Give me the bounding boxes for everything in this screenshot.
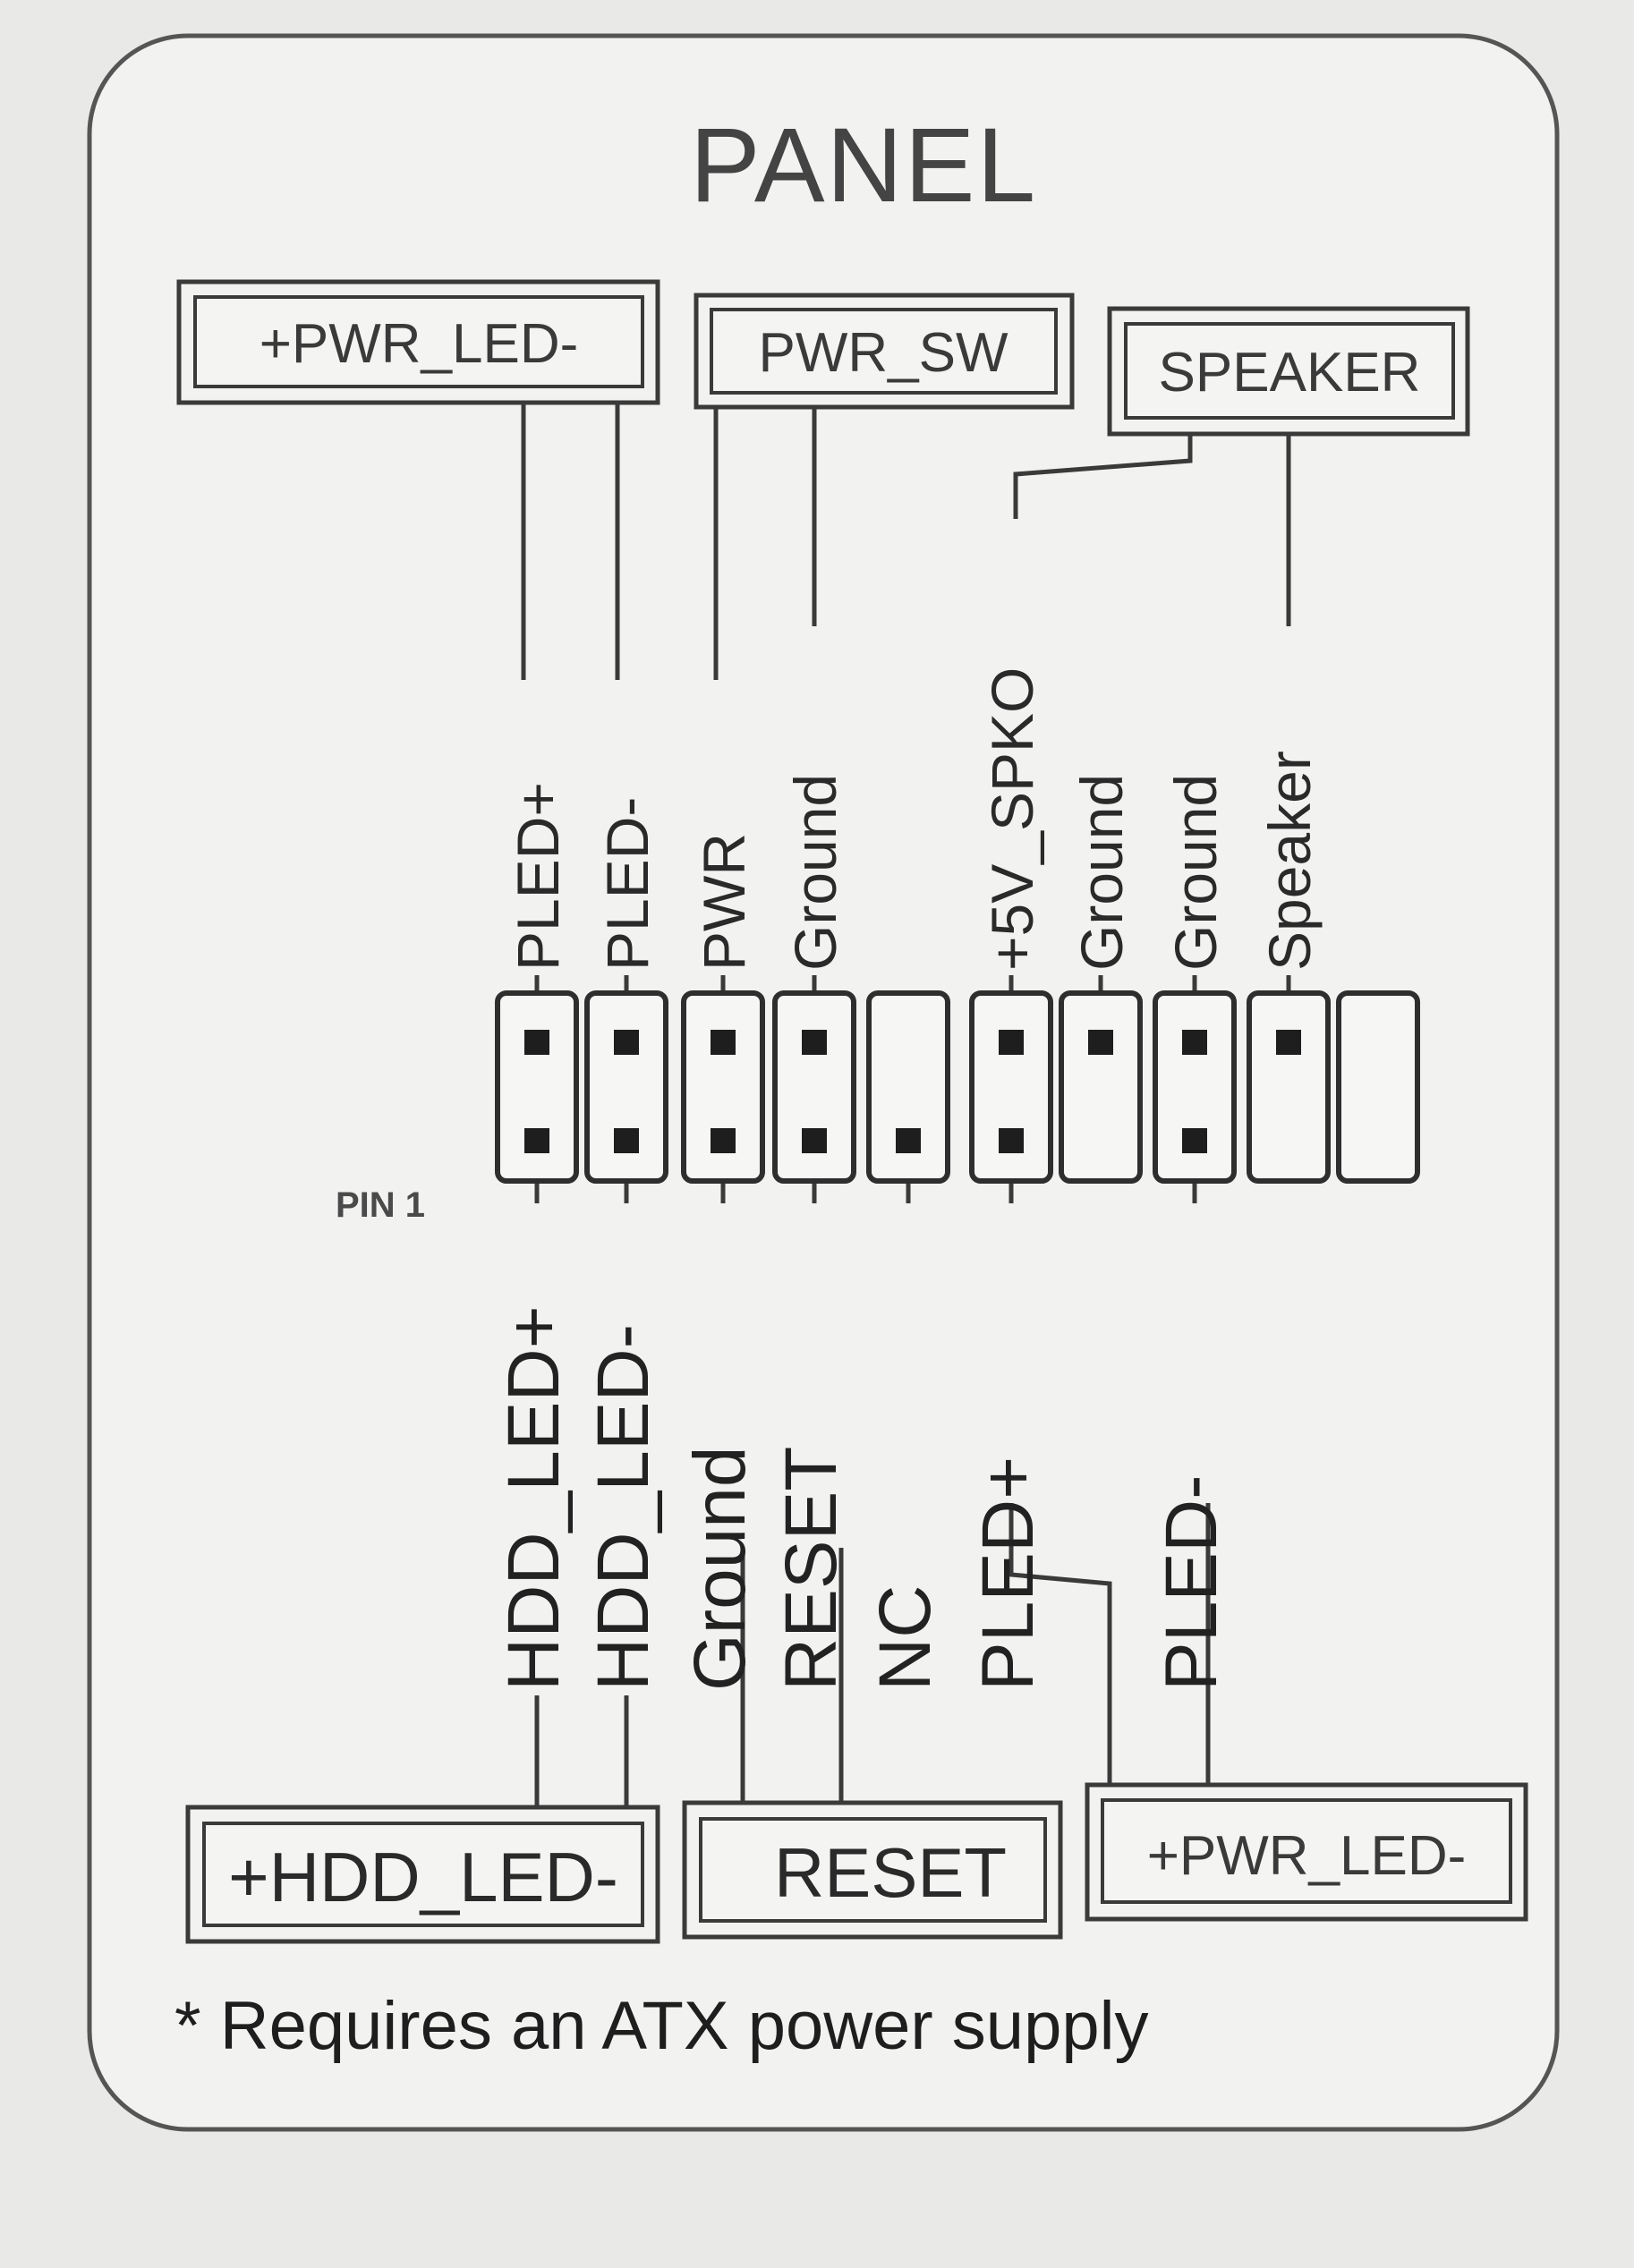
pin-column-3 bbox=[681, 990, 765, 1184]
top-pin-label-3: PWR bbox=[691, 833, 757, 971]
wire-5v-spko-top bbox=[1013, 434, 1193, 519]
pin-header bbox=[495, 990, 1420, 1184]
header-pin-top bbox=[524, 1030, 549, 1055]
header-pin-top bbox=[711, 1030, 736, 1055]
bottom-pin-label-3: Ground bbox=[679, 1446, 761, 1691]
top-pin-label-4: Ground bbox=[782, 774, 848, 971]
bottom-box-pwr-led: +PWR_LED- bbox=[1085, 1782, 1528, 1922]
header-pin-bottom bbox=[614, 1128, 639, 1153]
header-pin-top bbox=[802, 1030, 827, 1055]
pin-column-7 bbox=[1059, 990, 1143, 1184]
top-box-pwr-sw-label: PWR_SW bbox=[759, 322, 1008, 384]
top-pin-label-7: Ground bbox=[1068, 774, 1135, 971]
top-box-pwr-led-label: +PWR_LED- bbox=[260, 313, 579, 375]
header-pin-bottom bbox=[896, 1128, 921, 1153]
bottom-pin-label-4: RESET bbox=[770, 1447, 852, 1691]
pin-column-5 bbox=[866, 990, 950, 1184]
top-pin-label-1: PLED+ bbox=[505, 782, 571, 971]
pin-column-housing bbox=[681, 990, 765, 1184]
header-pin-top bbox=[1182, 1030, 1207, 1055]
connector-wires bbox=[521, 403, 1291, 1807]
bottom-pin-label-2: HDD_LED- bbox=[583, 1324, 664, 1691]
header-pin-bottom bbox=[524, 1128, 549, 1153]
pin-column-8 bbox=[1153, 990, 1237, 1184]
top-pin-label-9: Speaker bbox=[1256, 751, 1323, 971]
bottom-pin-label-1: HDD_LED+ bbox=[493, 1305, 574, 1691]
wire-pled-plus-bottom bbox=[1008, 1503, 1112, 1785]
pin-column-housing bbox=[1336, 990, 1420, 1184]
header-pin-bottom bbox=[999, 1128, 1024, 1153]
pin-column-housing bbox=[866, 990, 950, 1184]
pin-column-housing bbox=[1059, 990, 1143, 1184]
header-pin-bottom bbox=[1182, 1128, 1207, 1153]
top-box-pwr-sw: PWR_SW bbox=[694, 293, 1075, 410]
header-pin-bottom bbox=[711, 1128, 736, 1153]
bottom-pin-label-6: PLED+ bbox=[967, 1457, 1049, 1691]
bottom-box-hdd-led: +HDD_LED- bbox=[185, 1805, 660, 1944]
pin-column-housing bbox=[584, 990, 668, 1184]
top-pin-label-6: +5V_SPKO bbox=[979, 667, 1045, 971]
header-pin-top bbox=[1088, 1030, 1113, 1055]
pin-column-2 bbox=[584, 990, 668, 1184]
bottom-box-reset-label: RESET bbox=[774, 1833, 1007, 1912]
pin-column-housing bbox=[1247, 990, 1331, 1184]
footnote: * Requires an ATX power supply bbox=[174, 1988, 1149, 2064]
top-pin-labels: PLED+ PLED- PWR Ground +5V_SPKO Ground Ground S… bbox=[505, 667, 1323, 971]
top-pin-label-2: PLED- bbox=[594, 797, 660, 971]
bottom-box-hdd-led-label: +HDD_LED- bbox=[228, 1838, 618, 1916]
diagram-title: PANEL bbox=[690, 106, 1037, 225]
bottom-pin-label-5: NC bbox=[864, 1585, 946, 1691]
header-pin-bottom bbox=[802, 1128, 827, 1153]
pin-column-10 bbox=[1336, 990, 1420, 1184]
header-pin-top bbox=[999, 1030, 1024, 1055]
header-pin-top bbox=[1276, 1030, 1301, 1055]
bottom-box-reset: RESET bbox=[682, 1800, 1063, 1940]
top-box-speaker-label: SPEAKER bbox=[1159, 342, 1421, 403]
pin-column-housing bbox=[1153, 990, 1237, 1184]
top-box-pwr-led: +PWR_LED- bbox=[176, 279, 660, 405]
pin-column-1 bbox=[495, 990, 579, 1184]
top-box-speaker: SPEAKER bbox=[1107, 306, 1470, 437]
pin-column-housing bbox=[969, 990, 1053, 1184]
header-pin-top bbox=[614, 1030, 639, 1055]
top-pin-label-8: Ground bbox=[1162, 774, 1229, 971]
pin-column-housing bbox=[495, 990, 579, 1184]
pin-column-housing bbox=[772, 990, 856, 1184]
pin-column-6 bbox=[969, 990, 1053, 1184]
pin-column-9 bbox=[1247, 990, 1331, 1184]
bottom-box-pwr-led-label: +PWR_LED- bbox=[1147, 1825, 1467, 1887]
pin-column-4 bbox=[772, 990, 856, 1184]
pin1-label: PIN 1 bbox=[336, 1185, 425, 1225]
bottom-pin-label-8: PLED- bbox=[1151, 1474, 1232, 1691]
